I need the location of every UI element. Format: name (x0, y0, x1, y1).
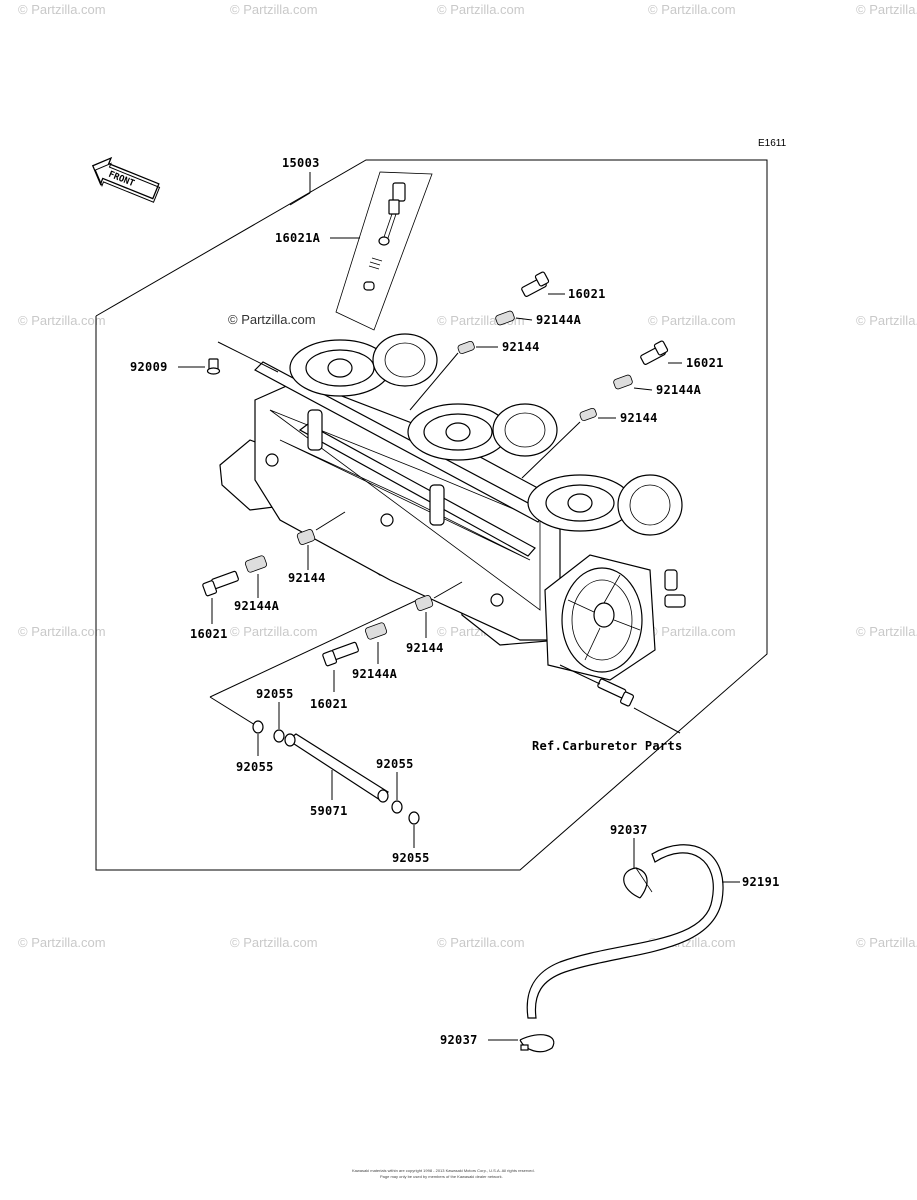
part-label-15003[interactable]: 15003 (282, 156, 320, 170)
part-label-92037[interactable]: 92037 (610, 823, 648, 837)
part-label-16021[interactable]: 16021 (686, 356, 724, 370)
leader-line (559, 664, 601, 685)
bolt-16021 (640, 340, 669, 365)
watermark: © Partzilla.com (230, 624, 318, 639)
part-label-92144A[interactable]: 92144A (234, 599, 280, 613)
watermark: © Partzilla.com (856, 2, 917, 17)
part-label-92191[interactable]: 92191 (742, 875, 780, 889)
carburetor-bank (219, 333, 686, 681)
diagram-code: E1611 (758, 138, 787, 149)
o-ring-92055 (273, 729, 285, 743)
part-label-92144[interactable]: 92144 (620, 411, 658, 425)
part-label-16021[interactable]: 16021 (190, 627, 228, 641)
footer-line: Page may only be used by members of the … (380, 1174, 503, 1179)
bolt-16021 (322, 641, 359, 667)
leader-line (217, 341, 279, 373)
spring-92144 (296, 529, 316, 545)
ref-carburetor-parts-label[interactable]: Ref.Carburetor Parts (532, 739, 683, 753)
bolt-16021 (202, 570, 239, 597)
leader-line (433, 581, 463, 599)
leader-line (633, 387, 653, 391)
watermark: © Partzilla.com (437, 2, 525, 17)
part-label-92037[interactable]: 92037 (440, 1033, 478, 1047)
watermark: © Partzilla.com (230, 2, 318, 17)
screw-92009 (206, 358, 221, 375)
leader-line (209, 696, 256, 726)
watermark: © Partzilla.com (648, 313, 736, 328)
part-label-16021[interactable]: 16021 (568, 287, 606, 301)
spring-92144A (244, 555, 268, 573)
part-label-92055[interactable]: 92055 (376, 757, 414, 771)
needle-jet-assembly (335, 171, 433, 331)
part-label-59071[interactable]: 59071 (310, 804, 348, 818)
watermark: © Partzilla.com (18, 624, 106, 639)
spring-92144 (414, 595, 434, 611)
pipe-59071 (284, 733, 389, 803)
o-ring-92055 (391, 800, 403, 814)
copyright-text: © Partzilla.com (228, 312, 316, 327)
footer-line: Kawasaki materials within are copyright … (352, 1168, 535, 1173)
watermark: © Partzilla.com (856, 935, 917, 950)
watermark: © Partzilla.com (648, 2, 736, 17)
front-arrow-icon: FRONT (91, 156, 161, 203)
spring-92144 (457, 340, 475, 354)
part-label-92144A[interactable]: 92144A (352, 667, 398, 681)
watermark: © Partzilla.com (856, 313, 917, 328)
watermark: © Partzilla.com (230, 935, 318, 950)
bolt-16021 (521, 271, 550, 297)
part-label-92144[interactable]: 92144 (406, 641, 444, 655)
part-label-92144[interactable]: 92144 (288, 571, 326, 585)
watermark: © Partzilla.com (648, 624, 736, 639)
watermark: © Partzilla.com (18, 935, 106, 950)
spring-92144A (495, 310, 515, 326)
part-label-92144A[interactable]: 92144A (656, 383, 702, 397)
spring-92144 (579, 407, 597, 421)
ref-carburetor-bolt (597, 678, 635, 707)
watermark: © Partzilla.com (856, 624, 917, 639)
part-label-92055[interactable]: 92055 (392, 851, 430, 865)
part-label-16021[interactable]: 16021 (310, 697, 348, 711)
leader-line (633, 707, 681, 734)
leader-line (409, 352, 459, 411)
assembly-outline (95, 159, 768, 871)
part-label-92144[interactable]: 92144 (502, 340, 540, 354)
o-ring-92055 (252, 720, 264, 734)
clamp-92037 (519, 1034, 555, 1053)
leader-line (515, 317, 533, 321)
part-label-92055[interactable]: 92055 (236, 760, 274, 774)
leader-line (315, 511, 346, 531)
part-label-16021A[interactable]: 16021A (275, 231, 321, 245)
part-label-92009[interactable]: 92009 (130, 360, 168, 374)
leader-line (521, 421, 581, 479)
watermark: © Partzilla.com (437, 935, 525, 950)
hose-92191 (526, 844, 724, 1019)
part-label-92055[interactable]: 92055 (256, 687, 294, 701)
watermark: © Partzilla.com (18, 313, 106, 328)
spring-92144A (613, 374, 633, 390)
watermark: © Partzilla.com (18, 2, 106, 17)
spring-92144A (364, 622, 388, 640)
o-ring-92055 (408, 811, 420, 825)
part-label-92144A[interactable]: 92144A (536, 313, 582, 327)
clamp-92037 (623, 867, 653, 899)
